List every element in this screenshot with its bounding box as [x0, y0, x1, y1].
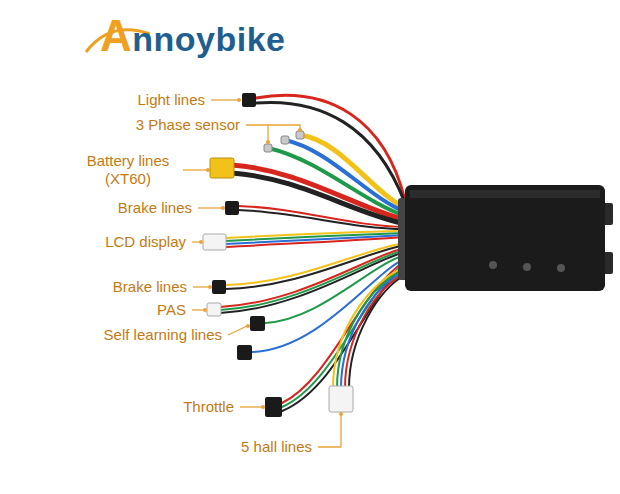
wire-label: Throttle — [183, 398, 234, 416]
wire-label: 5 hall lines — [241, 438, 312, 456]
connectors — [203, 93, 353, 417]
wire-label: LCD display — [105, 233, 186, 251]
wire-label: Self learning lines — [104, 326, 222, 344]
wire-label: PAS — [157, 301, 186, 319]
wires — [220, 95, 405, 411]
wire-label: Light lines — [137, 91, 205, 109]
wire-label: Brake lines — [118, 199, 192, 217]
wire-label: Brake lines — [113, 278, 187, 296]
controller-housing — [398, 185, 613, 291]
leader-dots — [199, 98, 343, 416]
leader-lines — [183, 100, 341, 447]
wire-label: Battery lines (XT60) — [76, 152, 180, 188]
wire-label: 3 Phase sensor — [136, 116, 240, 134]
brand-logo: Annoybike — [100, 11, 286, 61]
